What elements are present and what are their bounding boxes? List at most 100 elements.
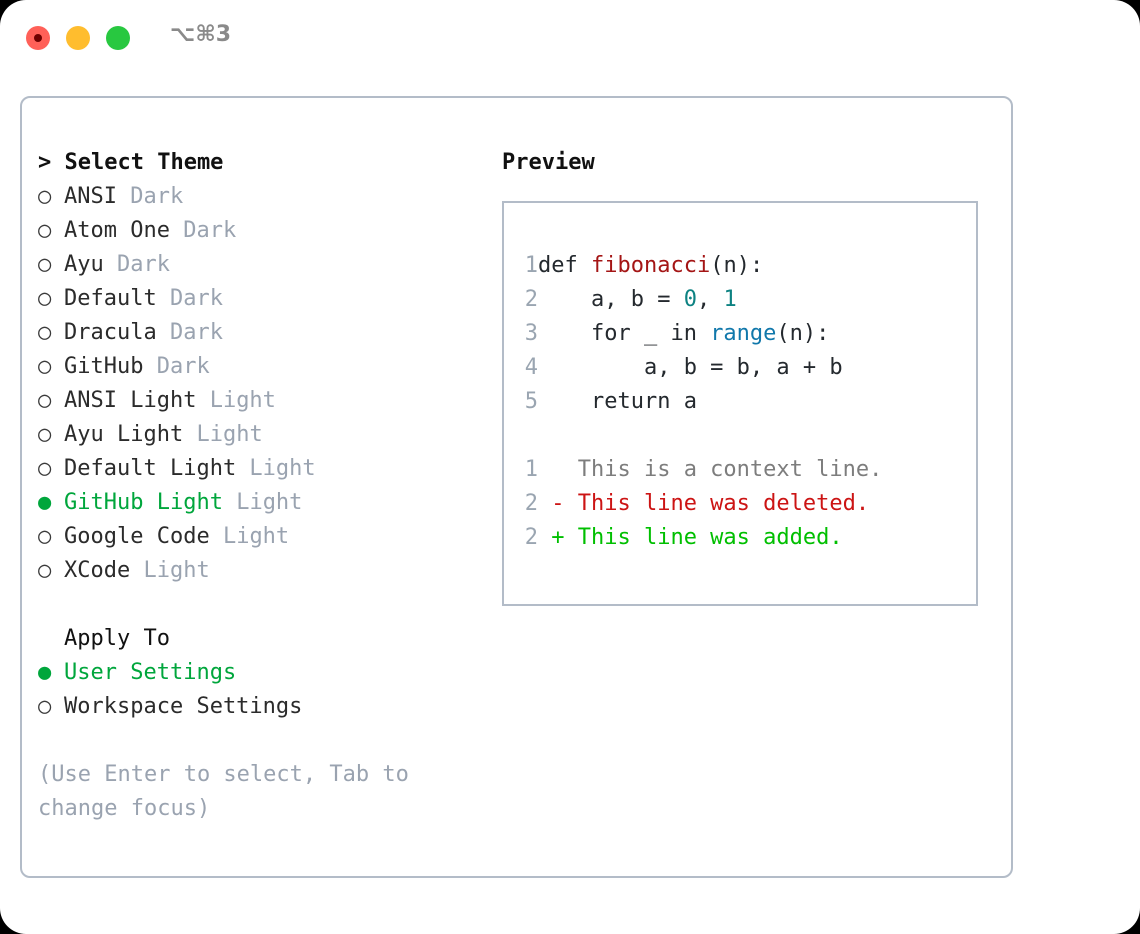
code-token: This is a context line. [538, 457, 883, 482]
theme-name: Atom One [64, 218, 170, 243]
theme-variant-badge: Light [183, 422, 263, 447]
radio-unselected-icon: ○ [38, 320, 52, 345]
theme-list-item[interactable]: ○Ayu Dark [38, 248, 488, 282]
theme-name: Default [64, 286, 157, 311]
code-token: range [710, 321, 777, 346]
theme-list-item[interactable]: ○ ANSI Light Light [38, 384, 488, 418]
line-number: 2 [524, 525, 538, 550]
code-line: 1 This is a context line. [516, 453, 970, 487]
theme-variant-badge: Light [222, 490, 303, 515]
theme-variant-badge: Dark [143, 354, 210, 379]
theme-list-item[interactable]: ○ Google Code Light [38, 520, 488, 554]
code-token [538, 423, 551, 448]
main-panel: > Select Theme ○ANSI Dark○Atom One Dark○… [20, 96, 1013, 878]
theme-list-item[interactable]: ○ ANSI Dark [38, 180, 488, 214]
radio-unselected-icon: ○ [38, 456, 52, 481]
code-token: 1 [723, 287, 737, 312]
theme-variant-badge: Light [130, 558, 210, 583]
line-number: 2 [524, 491, 538, 516]
theme-name: ANSI Light [64, 388, 197, 413]
theme-name: GitHub Light [64, 490, 223, 515]
code-token: (n): [776, 321, 830, 346]
theme-variant-badge: Dark [169, 218, 237, 243]
radio-unselected-icon: ○ [38, 218, 52, 243]
theme-picker-column: > Select Theme ○ANSI Dark○Atom One Dark○… [38, 146, 488, 826]
theme-list-item[interactable]: ○ Ayu Light Light [38, 418, 488, 452]
line-number: 5 [524, 389, 538, 414]
select-theme-heading: > Select Theme [38, 150, 224, 175]
theme-list-item[interactable]: ○ GitHub Dark [38, 350, 488, 384]
theme-name: GitHub [64, 354, 144, 379]
apply-to-option[interactable]: ● User Settings [38, 656, 488, 690]
apply-to-label: Workspace Settings [64, 694, 303, 719]
title-bar: ⌥⌘3 [0, 0, 1140, 78]
theme-list-item[interactable]: ○ XCode Light [38, 554, 488, 588]
theme-list-item[interactable]: ○ Atom One Dark [38, 214, 488, 248]
code-line: 5 return a [516, 385, 970, 419]
theme-variant-badge: Light [209, 524, 290, 549]
radio-unselected-icon: ○ [38, 524, 52, 549]
line-number: 2 [524, 287, 538, 312]
code-token: (n): [710, 253, 764, 278]
code-token: - This line was deleted. [538, 491, 870, 516]
apply-to-label: User Settings [64, 660, 237, 685]
list-spacer [38, 588, 488, 622]
code-token: a, b = b, a + b [538, 355, 843, 380]
apply-to-option[interactable]: ○ Workspace Settings [38, 690, 488, 724]
theme-variant-badge: Dark [156, 320, 223, 345]
theme-list-item[interactable]: ○ Default Light Light [38, 452, 488, 486]
radio-unselected-icon: ○ [38, 388, 52, 413]
code-token: 0 [683, 287, 697, 312]
keyboard-hint-text: (Use Enter to select, Tab to change focu… [38, 762, 423, 821]
theme-name: ANSI [64, 184, 117, 209]
theme-variant-badge: Light [236, 456, 316, 481]
line-number: 1 [524, 457, 538, 482]
code-line: 2 + This line was added. [516, 521, 970, 555]
code-token: + This line was added. [538, 525, 843, 550]
theme-list[interactable]: ○ANSI Dark○Atom One Dark○Ayu Dark○Defaul… [38, 180, 488, 588]
radio-unselected-icon: ○ [38, 354, 52, 379]
theme-variant-badge: Light [196, 388, 276, 413]
theme-list-item[interactable]: ●GitHub Light Light [38, 486, 488, 520]
code-line [516, 419, 970, 453]
code-token: a, b = [538, 287, 684, 312]
line-number: 4 [524, 355, 538, 380]
radio-selected-icon: ● [38, 660, 52, 685]
theme-name: Ayu [64, 252, 104, 277]
radio-unselected-icon: ○ [38, 184, 52, 209]
theme-name: Ayu Light [64, 422, 184, 447]
theme-name: Default Light [64, 456, 237, 481]
code-token: def [538, 253, 591, 278]
theme-name: Google Code [64, 524, 210, 549]
code-line: 2 a, b = 0, 1 [516, 283, 970, 317]
theme-list-item[interactable]: ○ Default Dark [38, 282, 488, 316]
code-line: 4 a, b = b, a + b [516, 351, 970, 385]
preview-heading: Preview [502, 150, 595, 175]
theme-variant-badge: Dark [116, 184, 184, 209]
theme-name: XCode [64, 558, 131, 583]
radio-unselected-icon: ○ [38, 694, 52, 719]
line-number: 1 [524, 253, 538, 278]
theme-variant-badge: Dark [103, 252, 170, 277]
close-window-button[interactable] [26, 26, 50, 50]
maximize-window-button[interactable] [106, 26, 130, 50]
code-line: 3 for _ in range(n): [516, 317, 970, 351]
minimize-window-button[interactable] [66, 26, 90, 50]
theme-variant-badge: Dark [156, 286, 223, 311]
radio-unselected-icon: ○ [38, 558, 52, 583]
theme-list-item[interactable]: ○ Dracula Dark [38, 316, 488, 350]
code-token: for _ in [538, 321, 711, 346]
apply-to-list[interactable]: ● User Settings ○ Workspace Settings [38, 656, 488, 724]
code-token: fibonacci [590, 253, 711, 278]
apply-to-heading: Apply To [64, 626, 170, 651]
radio-unselected-icon: ○ [38, 286, 52, 311]
theme-name: Dracula [64, 320, 157, 345]
code-token: , [696, 287, 724, 312]
radio-unselected-icon: ○ [38, 422, 52, 447]
code-token: return a [538, 389, 697, 414]
code-line: 2 - This line was deleted. [516, 487, 970, 521]
